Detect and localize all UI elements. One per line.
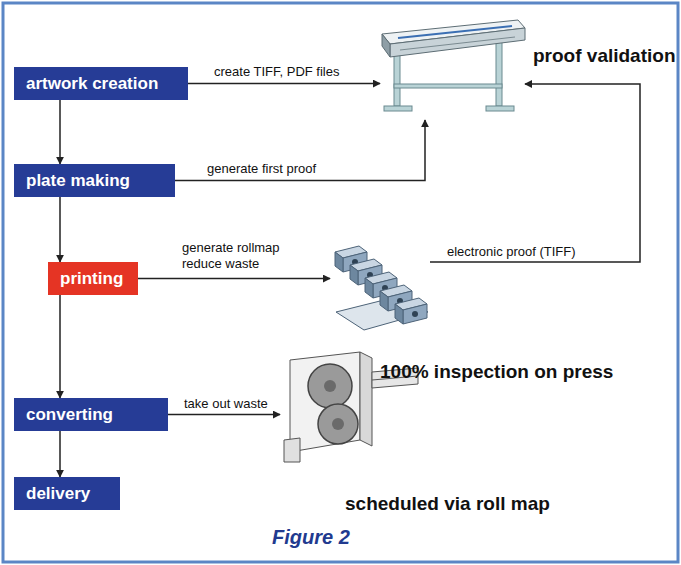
box-label: converting xyxy=(26,404,156,425)
edge-label: create TIFF, PDF files xyxy=(212,64,341,80)
flow-arrow xyxy=(59,431,61,477)
process-box: plate making xyxy=(14,164,175,197)
flow-arrow xyxy=(59,100,61,164)
illustration-node: scheduled via roll map xyxy=(280,350,420,465)
process-box: printing xyxy=(48,262,138,295)
flow-arrow xyxy=(59,197,61,262)
figure-frame xyxy=(3,3,678,562)
flow-arrow xyxy=(430,84,640,262)
edge-label: electronic proof (TIFF) xyxy=(445,244,578,260)
illustration-node: 100% inspection on press xyxy=(330,240,430,335)
edge-label: take out waste xyxy=(182,396,270,412)
figure-caption: Figure 2 xyxy=(272,526,350,549)
illustration-heading: 100% inspection on press xyxy=(380,360,613,383)
illustration-heading: proof validation xyxy=(533,44,676,67)
proof-plotter xyxy=(382,20,525,111)
box-label: delivery xyxy=(26,483,108,504)
illustration-heading: scheduled via roll map xyxy=(345,492,550,515)
box-label: artwork creation xyxy=(26,73,176,94)
illustration-node: proof validation xyxy=(380,8,525,120)
inspection-cameras xyxy=(335,246,428,330)
process-box: converting xyxy=(14,398,168,431)
flow-arrow xyxy=(138,278,330,280)
edge-label: generate first proof xyxy=(205,161,318,177)
flow-arrow xyxy=(168,414,280,416)
edge-label: generate rollmap reduce waste xyxy=(180,240,302,272)
flow-arrow xyxy=(175,120,425,181)
flow-arrow xyxy=(188,83,380,85)
flow-arrow xyxy=(59,295,61,398)
box-label: plate making xyxy=(26,170,163,191)
box-label: printing xyxy=(60,268,126,289)
process-box: delivery xyxy=(14,477,120,510)
process-box: artwork creation xyxy=(14,67,188,100)
